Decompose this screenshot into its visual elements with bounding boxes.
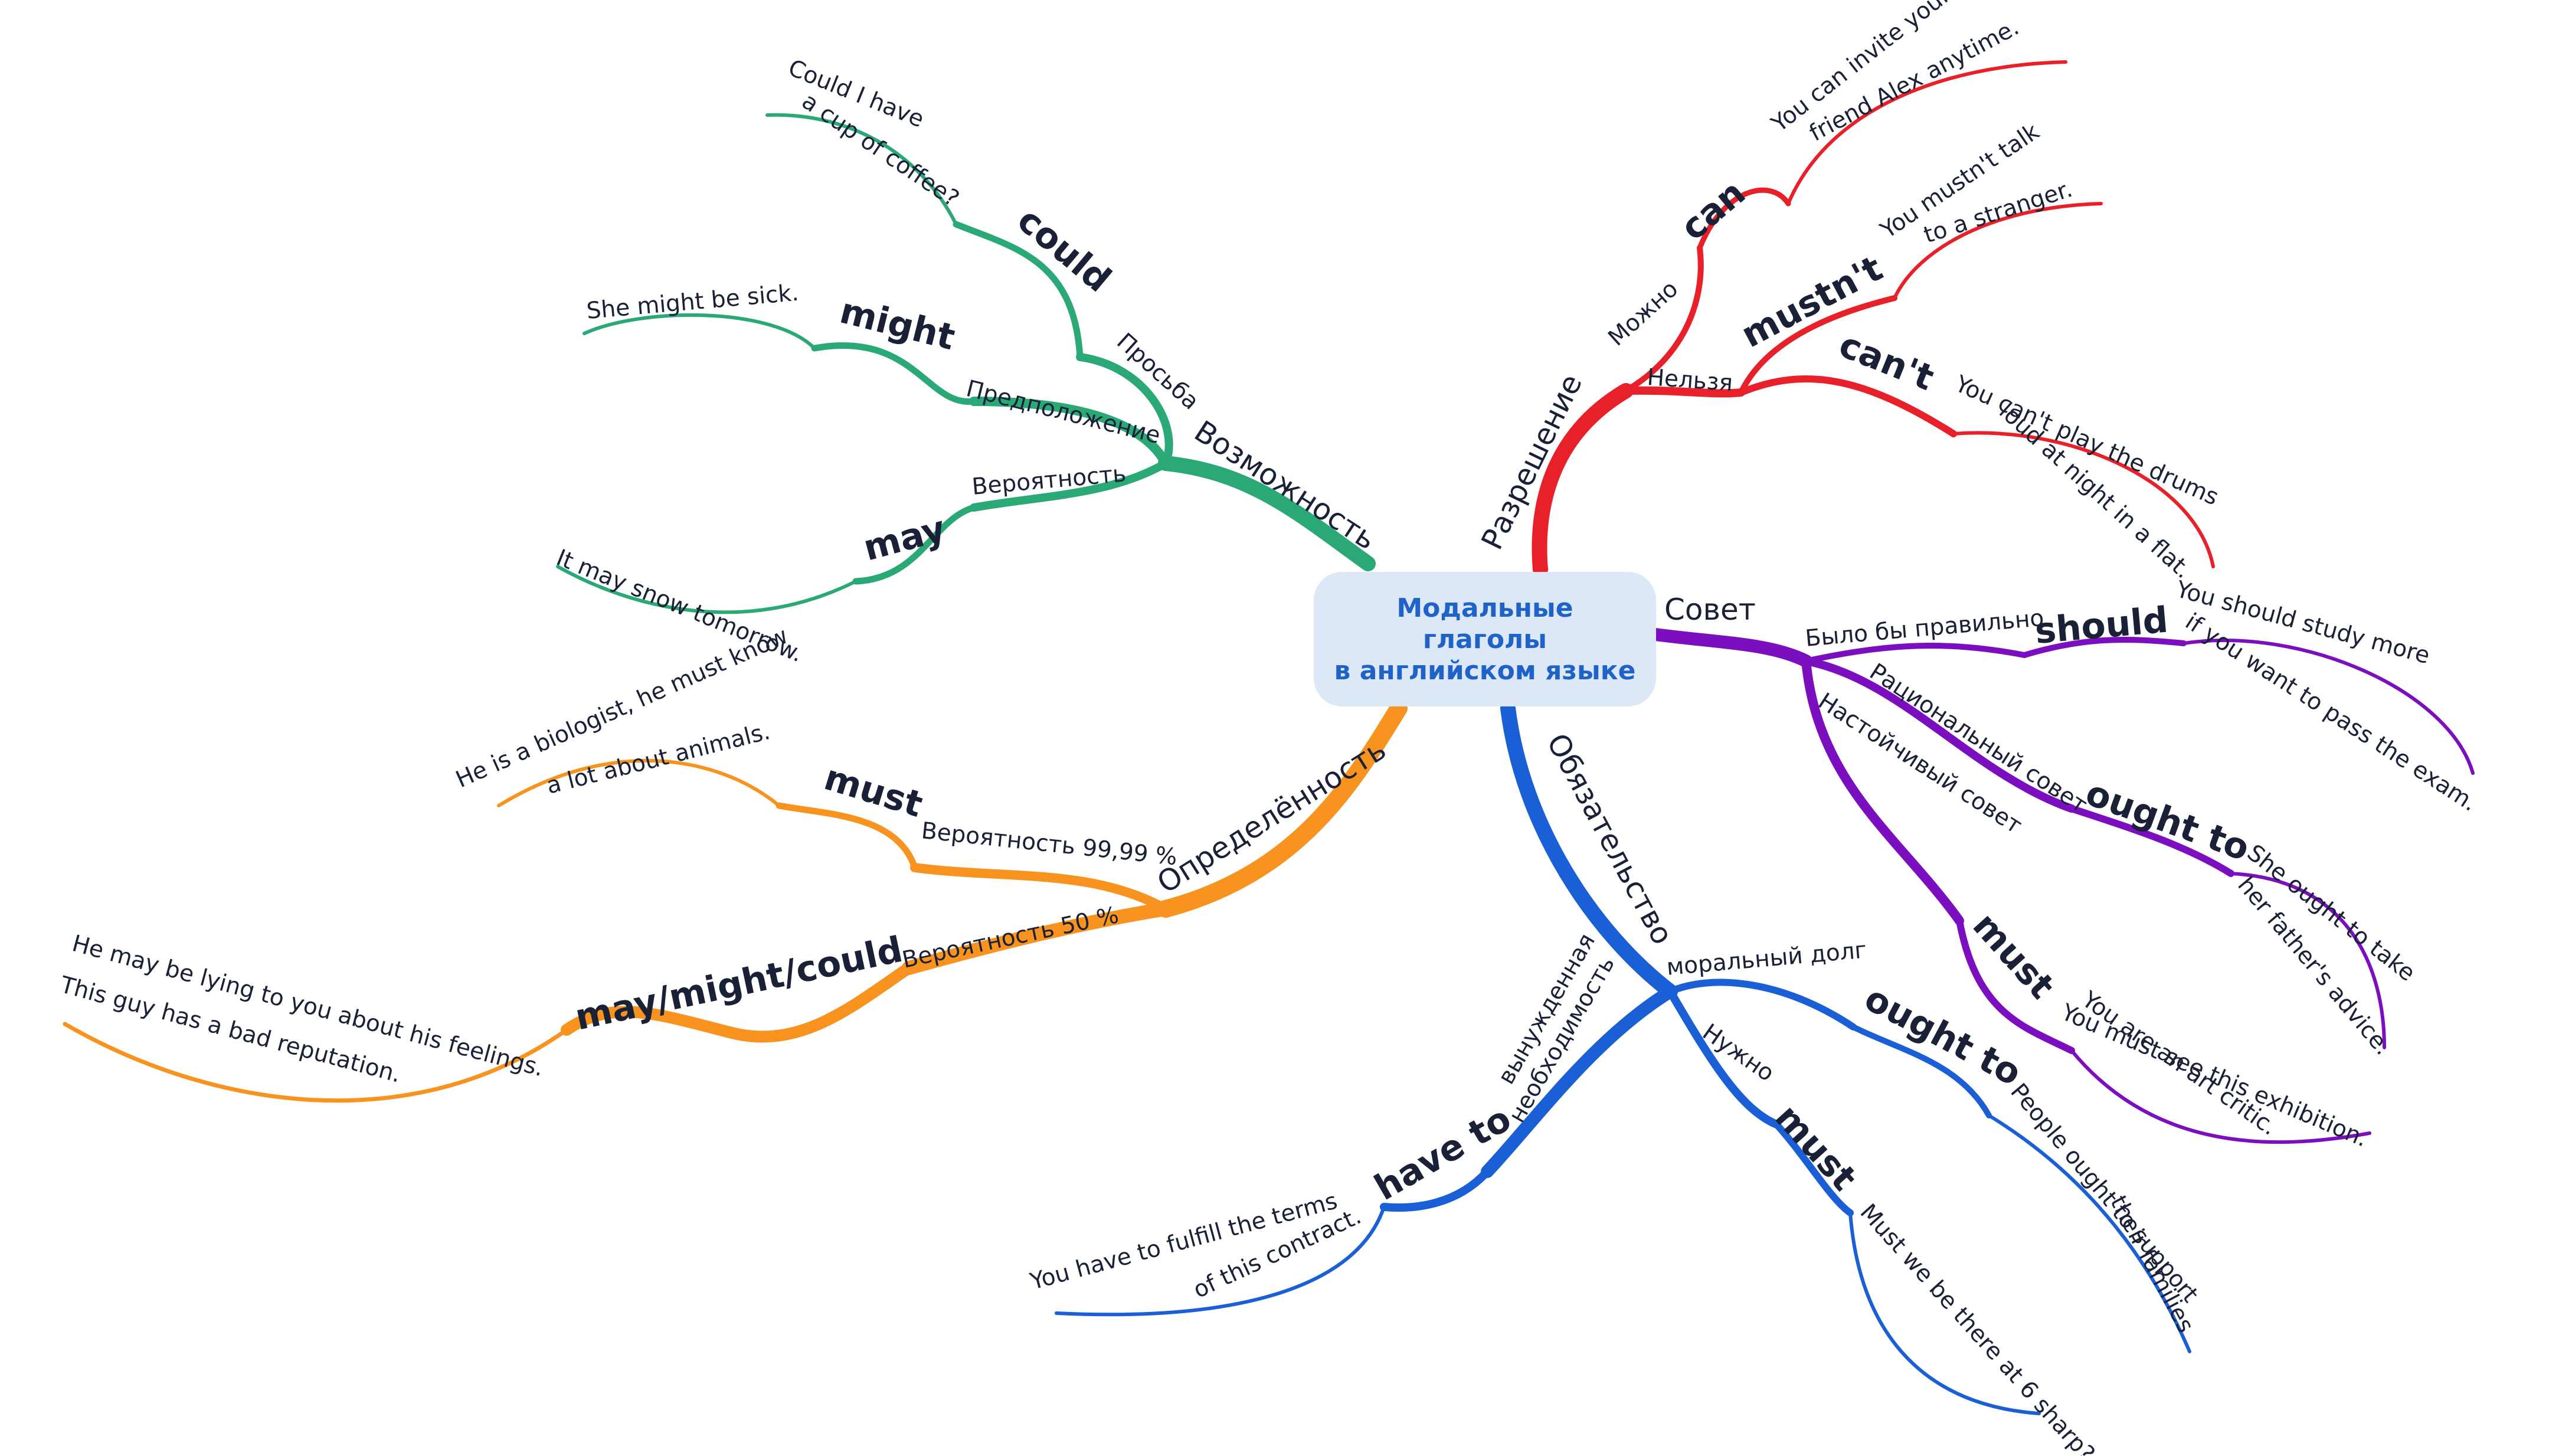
connector-allowed bbox=[1623, 245, 1704, 394]
line-haveto bbox=[1380, 1167, 1491, 1212]
verb-can: can bbox=[1673, 172, 1753, 249]
connector-probability bbox=[970, 459, 1170, 512]
central-topic[interactable]: Модальные глаголы в английском языке bbox=[1314, 572, 1656, 706]
category-obligation-label: Обязательство bbox=[1540, 728, 1680, 950]
verb-should: should bbox=[2033, 600, 2170, 652]
central-topic-line2: глаголы bbox=[1422, 624, 1547, 655]
category-advice-label: Совет bbox=[1664, 593, 1756, 627]
line-might-example bbox=[583, 313, 816, 350]
connector-insistent bbox=[1801, 656, 1964, 925]
line-mustnt-example bbox=[1893, 202, 2103, 300]
connector-forced bbox=[1481, 985, 1677, 1178]
line-must-obligation bbox=[1773, 1121, 1854, 1216]
line-can-example bbox=[1786, 60, 2067, 205]
example-must-obligation: Must we be there at 6 sharp? bbox=[1855, 1199, 2100, 1456]
trunk-possibility bbox=[1158, 456, 1376, 571]
line-ought-advice-example bbox=[2229, 872, 2386, 1049]
line-may-example bbox=[556, 565, 858, 614]
line-mustnt bbox=[1738, 295, 1897, 395]
verb-ought-obligation: ought to bbox=[1858, 977, 2028, 1094]
example-must-advice-line2: You must see this exhibition. bbox=[2057, 999, 2371, 1152]
line-might bbox=[811, 342, 977, 405]
label-assumption: Предположение bbox=[964, 375, 1163, 449]
verb-maymightcould: may/might/could bbox=[572, 929, 907, 1039]
line-haveto-example bbox=[1055, 1205, 1386, 1317]
connector-rational bbox=[1802, 657, 2076, 813]
connector-moral bbox=[1667, 979, 1857, 1030]
line-must-certainty-example bbox=[497, 758, 781, 807]
example-might: She might be sick. bbox=[585, 280, 800, 325]
verb-must-advice: must bbox=[1965, 905, 2063, 1007]
line-ought-advice bbox=[2068, 805, 2234, 877]
category-possibility-label: Возможность bbox=[1188, 414, 1382, 557]
category-certainty-label: Определённость bbox=[1151, 732, 1392, 900]
trunk-certainty bbox=[1157, 699, 1408, 918]
line-ought-obligation-example bbox=[1987, 1114, 2191, 1353]
line-must-certainty bbox=[776, 802, 918, 871]
branch-certainty: Определённость Вероятность 99,99 % Вероя… bbox=[57, 623, 1408, 1103]
line-ought-obligation bbox=[1850, 1024, 1992, 1118]
label-high: Вероятность 99,99 % bbox=[920, 817, 1179, 871]
line-must-advice-example bbox=[2070, 1049, 2371, 1144]
line-cant-example bbox=[1952, 431, 2215, 568]
branch-obligation: Обязательство моральный долг Нужно вынуж… bbox=[1027, 701, 2203, 1456]
label-half: Вероятность 50 % bbox=[900, 902, 1121, 974]
branch-possibility: Возможность Просьба Предположение Вероят… bbox=[552, 55, 1382, 668]
label-forbidden: Нельзя bbox=[1646, 364, 1733, 397]
line-maymightcould bbox=[561, 962, 915, 1043]
trunk-obligation bbox=[1500, 701, 1678, 999]
line-should bbox=[2021, 637, 2187, 658]
connector-forbidden bbox=[1622, 386, 1745, 398]
connector-right bbox=[1803, 643, 2027, 664]
central-topic-line3: в английском языке bbox=[1334, 655, 1636, 686]
trunk-permission bbox=[1532, 383, 1634, 577]
line-could-example bbox=[765, 113, 958, 226]
line-can bbox=[1697, 187, 1791, 251]
connector-high bbox=[910, 863, 1170, 914]
line-cant bbox=[1737, 375, 1957, 437]
connector-half bbox=[902, 902, 1173, 975]
connector-needed bbox=[1666, 987, 1781, 1128]
branch-permission: Разрешение Можно Нельзя can You can invi… bbox=[1475, 0, 2223, 584]
line-should-example bbox=[2182, 639, 2475, 775]
line-may bbox=[852, 504, 977, 585]
label-moral: моральный долг bbox=[1665, 937, 1868, 980]
example-ought-obligation-line1: People ought to support bbox=[2005, 1079, 2203, 1308]
category-permission-label: Разрешение bbox=[1475, 369, 1589, 555]
connector-request bbox=[1076, 353, 1173, 467]
central-topic-line1: Модальные bbox=[1396, 593, 1573, 623]
example-cant-line2: loud at night in a flat. bbox=[1994, 398, 2196, 584]
trunk-advice bbox=[1649, 628, 1812, 668]
line-could bbox=[953, 221, 1084, 361]
line-must-obligation-example bbox=[1848, 1211, 2041, 1415]
verb-must-obligation: must bbox=[1767, 1097, 1865, 1199]
connector-assumption bbox=[969, 397, 1170, 468]
branch-advice: Совет Было бы правильно Рациональный сов… bbox=[1649, 576, 2482, 1153]
verb-may: may bbox=[859, 508, 950, 570]
verb-could: could bbox=[1009, 199, 1118, 300]
line-maymightcould-example bbox=[63, 1022, 569, 1103]
example-ought-obligation-line2: their families bbox=[2105, 1192, 2199, 1337]
line-must-advice bbox=[1956, 917, 2075, 1054]
label-allowed: Можно bbox=[1604, 276, 1684, 351]
